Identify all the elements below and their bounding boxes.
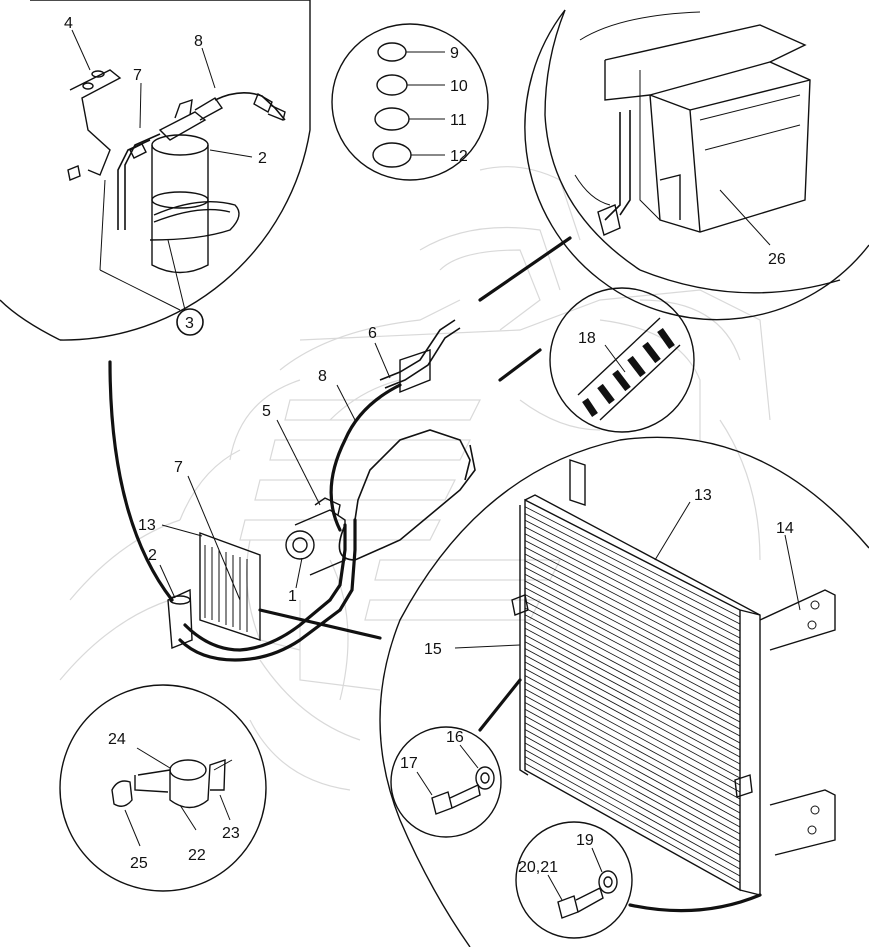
detail-bolt-washer-2 bbox=[515, 821, 633, 939]
condenser-fin-line bbox=[524, 756, 741, 877]
condenser-fin-line bbox=[524, 648, 741, 765]
label-20-21: 20,21 bbox=[518, 859, 558, 876]
callout-labels: 4 7 8 2 3 9 10 11 12 26 18 6 8 5 7 13 2 … bbox=[64, 15, 794, 876]
label-16: 16 bbox=[446, 729, 464, 746]
label-2-main: 2 bbox=[148, 547, 157, 564]
condenser-fin-line bbox=[524, 607, 741, 723]
condenser-fin-line bbox=[524, 715, 741, 835]
background-machine-outline bbox=[59, 166, 771, 791]
detail-spiral-wrap bbox=[549, 287, 695, 433]
o-ring-10 bbox=[376, 74, 408, 96]
label-24: 24 bbox=[108, 731, 126, 748]
condenser-fin-line bbox=[524, 526, 741, 639]
condenser-fin-line bbox=[524, 560, 741, 674]
label-14: 14 bbox=[776, 520, 794, 537]
bracket-part bbox=[69, 69, 122, 176]
condenser-fins bbox=[524, 506, 741, 884]
condenser-fin-line bbox=[524, 688, 741, 807]
condenser-fin-line bbox=[524, 661, 741, 779]
o-ring-9 bbox=[377, 42, 407, 62]
label-4: 4 bbox=[64, 15, 73, 32]
condenser-fin-line bbox=[524, 708, 741, 828]
o-ring-12 bbox=[372, 142, 412, 168]
condenser-fin-line bbox=[524, 553, 741, 667]
condenser-fin-line bbox=[524, 722, 741, 842]
callout-circle-3 bbox=[176, 308, 204, 336]
condenser-fin-line bbox=[524, 695, 741, 814]
label-26: 26 bbox=[768, 251, 786, 268]
label-7-main: 7 bbox=[174, 459, 183, 476]
label-8-main: 8 bbox=[318, 368, 327, 385]
detail-receiver-drier bbox=[0, 0, 311, 341]
detail-o-rings bbox=[331, 23, 489, 181]
condenser-fin-line bbox=[524, 506, 741, 618]
condenser-fin-line bbox=[524, 627, 741, 744]
label-13-detail: 13 bbox=[694, 487, 712, 504]
label-1: 1 bbox=[288, 588, 297, 605]
condenser-fin-line bbox=[524, 567, 741, 681]
condenser-fin-line bbox=[524, 641, 741, 758]
condenser-fin-line bbox=[524, 519, 741, 632]
label-8-detail: 8 bbox=[194, 33, 203, 50]
detail-bolt-washer bbox=[390, 726, 502, 838]
label-10: 10 bbox=[450, 78, 468, 95]
condenser-fin-line bbox=[524, 762, 741, 884]
o-ring-11 bbox=[374, 107, 410, 131]
label-6: 6 bbox=[368, 325, 377, 342]
condenser-fin-line bbox=[524, 742, 741, 863]
condenser-fin-line bbox=[524, 749, 741, 870]
label-15: 15 bbox=[424, 641, 442, 658]
condenser-fin-line bbox=[524, 587, 741, 702]
condenser-fin-line bbox=[524, 533, 741, 646]
condenser-fin-line bbox=[524, 546, 741, 660]
label-23: 23 bbox=[222, 825, 240, 842]
condenser-fin-line bbox=[524, 735, 741, 856]
condenser-fin-line bbox=[524, 668, 741, 786]
label-5: 5 bbox=[262, 403, 271, 420]
condenser-fin-line bbox=[524, 681, 741, 800]
condenser-fin-line bbox=[524, 634, 741, 751]
label-19: 19 bbox=[576, 832, 594, 849]
label-18: 18 bbox=[578, 330, 596, 347]
condenser-fin-line bbox=[524, 580, 741, 695]
condenser-fin-line bbox=[524, 540, 741, 653]
label-12: 12 bbox=[450, 148, 468, 165]
condenser-fin-line bbox=[524, 702, 741, 821]
condenser-fin-line bbox=[524, 600, 741, 716]
label-9: 9 bbox=[450, 45, 459, 62]
detail-evaporator bbox=[524, 9, 869, 321]
label-25: 25 bbox=[130, 855, 148, 872]
condenser-fin-line bbox=[524, 675, 741, 793]
label-17: 17 bbox=[400, 755, 418, 772]
condenser-fin-line bbox=[524, 621, 741, 737]
main-assembly bbox=[108, 236, 572, 662]
label-3: 3 bbox=[185, 315, 194, 332]
condenser-fin-line bbox=[524, 614, 741, 730]
detail-clamp bbox=[59, 684, 267, 892]
label-22: 22 bbox=[188, 847, 206, 864]
condenser-fin-line bbox=[524, 594, 741, 709]
label-13-main: 13 bbox=[138, 517, 156, 534]
detail-condenser bbox=[379, 436, 869, 947]
condenser-fin-line bbox=[524, 573, 741, 688]
label-2-detail: 2 bbox=[258, 150, 267, 167]
label-7-detail: 7 bbox=[133, 67, 142, 84]
condenser-fin-line bbox=[524, 729, 741, 849]
label-11: 11 bbox=[450, 112, 467, 129]
condenser-fin-line bbox=[524, 513, 741, 625]
condenser-fin-line bbox=[524, 654, 741, 772]
